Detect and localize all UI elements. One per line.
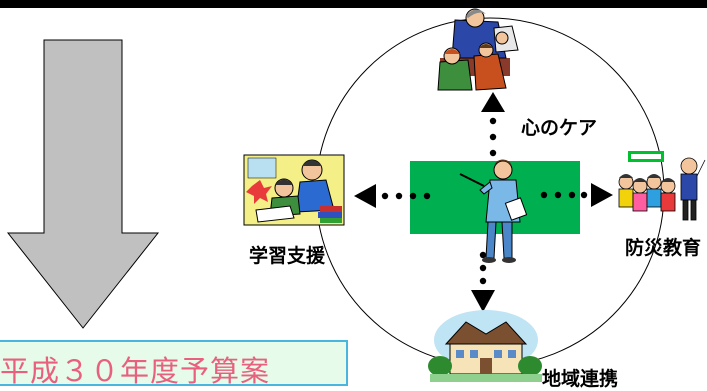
arrow-left	[354, 184, 431, 208]
top-bar	[0, 0, 707, 8]
big-down-arrow	[6, 39, 160, 329]
budget-box: 平成３０年度予算案	[0, 340, 348, 388]
arrow-up	[481, 92, 505, 157]
school-building-icon	[428, 310, 542, 382]
children-group-icon	[618, 151, 706, 221]
children-studying-icon	[243, 154, 345, 226]
learning-support-text: 学習支援	[248, 245, 325, 267]
learning-support-label: 学習支援	[245, 244, 329, 268]
heart-care-label: 心のケア	[521, 117, 598, 139]
teacher-pointing-icon	[459, 159, 528, 263]
disaster-education-text: 防災教育	[624, 237, 701, 259]
teacher-with-students-icon	[437, 8, 519, 91]
arrow-down	[471, 251, 495, 312]
community-label: 地域連携	[542, 368, 619, 390]
disaster-education-label: 防災教育	[622, 236, 704, 260]
budget-title: 平成３０年度予算案	[0, 354, 271, 388]
arrow-right	[540, 183, 613, 207]
